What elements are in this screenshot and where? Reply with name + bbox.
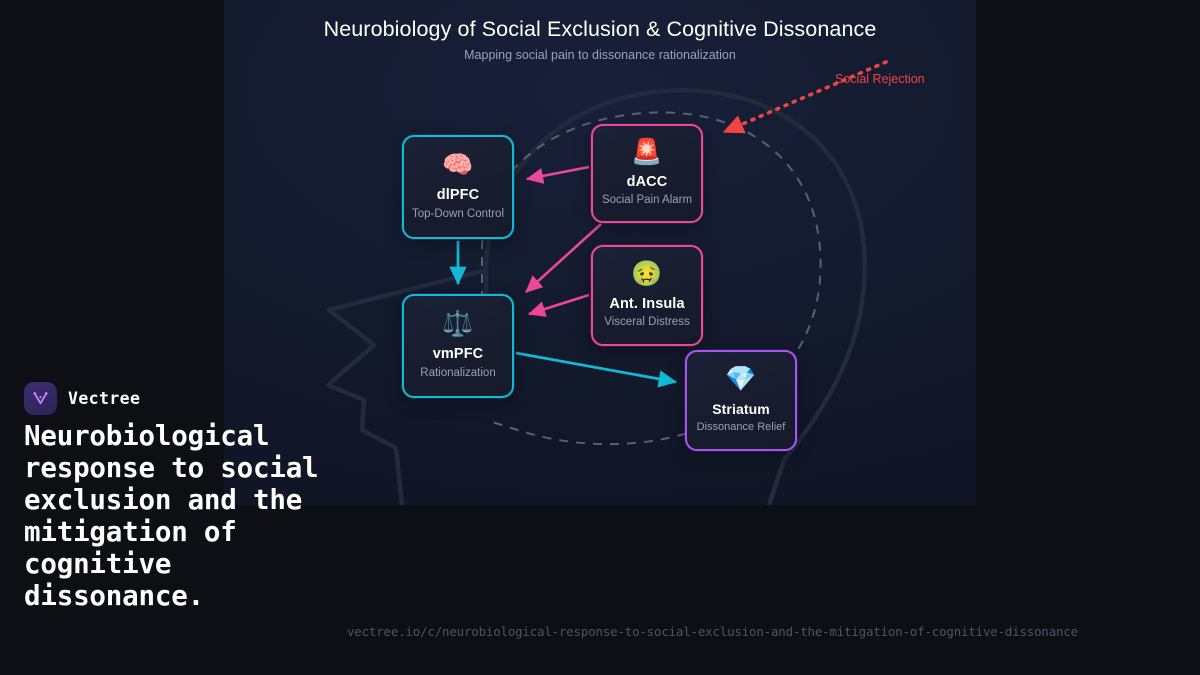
headline: Neurobiological response to social exclu…	[24, 420, 319, 612]
edge-social-rejection	[722, 60, 888, 134]
node-dlpfc[interactable]: 🧠 dlPFC Top-Down Control	[402, 135, 514, 239]
edge-insula-to-vmpfc	[528, 293, 590, 317]
node-dlpfc-label: dlPFC	[436, 187, 480, 204]
brand-row: Vectree	[24, 382, 140, 415]
edge-vmpfc-to-striatum	[515, 351, 678, 388]
balance-scale-emoji: ⚖️	[442, 310, 474, 339]
vectree-logo	[24, 382, 57, 415]
node-vmpfc-label: vmPFC	[432, 346, 484, 363]
diagram-svg-layer	[325, 60, 888, 505]
social-rejection-label: Social Rejection	[835, 72, 925, 86]
nauseated-face-emoji: 🤢	[631, 259, 663, 288]
head-profile-silhouette	[325, 88, 867, 505]
vectree-mark-icon	[33, 392, 48, 405]
diagram-title: Neurobiology of Social Exclusion & Cogni…	[323, 17, 877, 41]
brain-outline-dashed	[481, 111, 822, 446]
rotating-light-emoji: 🚨	[631, 137, 663, 166]
node-striatum-label: Striatum	[712, 401, 770, 418]
edge-dacc-to-dlpfc	[525, 165, 590, 184]
footer-url: vectree.io/c/neurobiological-response-to…	[347, 624, 1078, 639]
node-striatum-sublabel: Dissonance Relief	[696, 421, 786, 434]
node-ant-insula-sublabel: Visceral Distress	[604, 316, 690, 329]
gem-emoji: 💎	[725, 365, 757, 394]
diagram-panel: Neurobiology of Social Exclusion & Cogni…	[224, 0, 976, 505]
brand-name: Vectree	[68, 389, 141, 408]
node-striatum[interactable]: 💎 Striatum Dissonance Relief	[685, 350, 797, 451]
node-dacc[interactable]: 🚨 dACC Social Pain Alarm	[591, 124, 703, 223]
node-dacc-sublabel: Social Pain Alarm	[601, 194, 693, 207]
node-vmpfc[interactable]: ⚖️ vmPFC Rationalization	[402, 294, 514, 398]
node-ant-insula-label: Ant. Insula	[609, 295, 685, 312]
diagram-subtitle: Mapping social pain to dissonance ration…	[464, 48, 736, 62]
node-dlpfc-sublabel: Top-Down Control	[411, 207, 505, 220]
node-vmpfc-sublabel: Rationalization	[420, 366, 496, 379]
node-dacc-label: dACC	[626, 173, 668, 190]
brain-emoji: 🧠	[442, 151, 474, 180]
node-ant-insula[interactable]: 🤢 Ant. Insula Visceral Distress	[591, 245, 703, 346]
edge-dacc-to-vmpfc	[525, 223, 602, 293]
